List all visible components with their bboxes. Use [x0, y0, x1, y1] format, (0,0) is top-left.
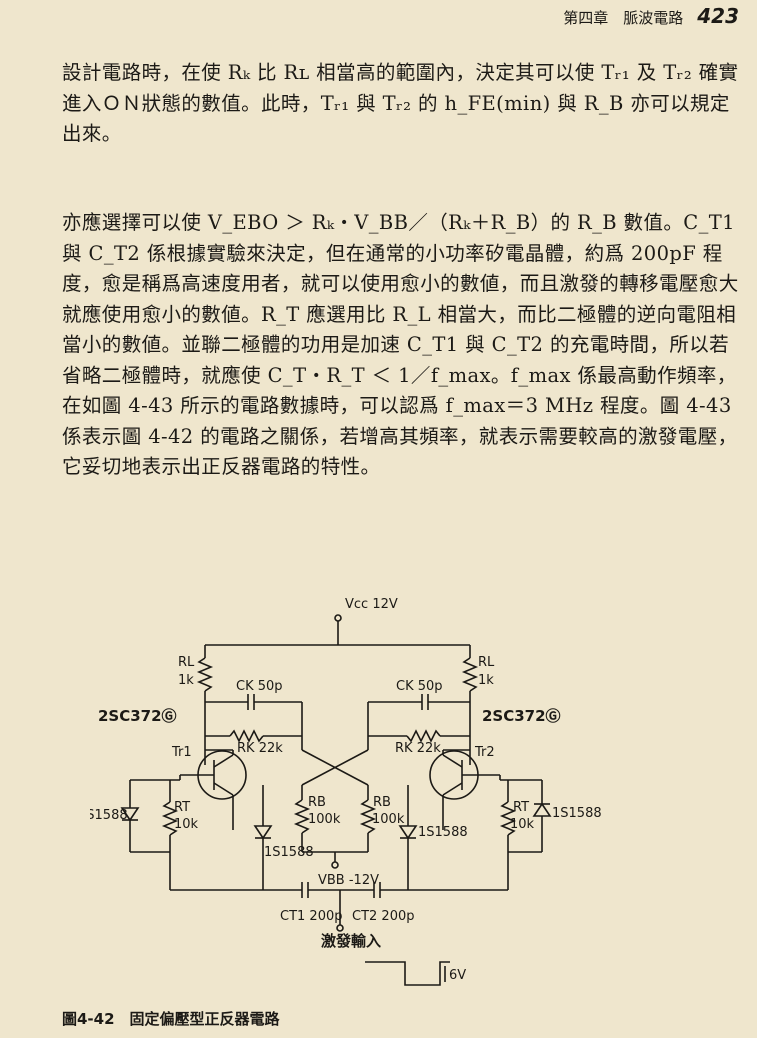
diode-left-trigger-label: 1S1588	[264, 845, 314, 860]
rb-left-label: RB	[308, 795, 326, 810]
paragraph-2: 亦應選擇可以使 V_EBO ＞ Rₖ・V_BB／（Rₖ＋R_B）的 R_B 數值…	[62, 208, 742, 483]
ct1-label: CT1 200p	[280, 909, 343, 924]
rt-left-label: RT	[174, 800, 190, 815]
trigger-input-label: 激發輸入	[321, 932, 381, 950]
rb-right-value: 100k	[372, 812, 405, 827]
rl-right-resistor	[461, 657, 479, 692]
tr1-label: Tr1	[171, 745, 192, 760]
transistor-left-type: 2SC372Ⓖ	[98, 707, 177, 725]
vbb-terminal	[331, 861, 339, 869]
paragraph-2-text: 亦應選擇可以使 V_EBO ＞ Rₖ・V_BB／（Rₖ＋R_B）的 R_B 數值…	[62, 211, 742, 478]
rl-right-label: RL	[478, 655, 495, 670]
diode-left-shunt	[120, 807, 140, 822]
rb-left-resistor	[293, 799, 311, 834]
diode-left-trigger	[253, 825, 273, 840]
rl-left-resistor	[196, 657, 214, 692]
ck-right-label: CK 50p	[396, 679, 443, 694]
rt-right-resistor	[499, 801, 517, 836]
page-number: 423	[697, 4, 739, 28]
page-header: 第四章 脈波電路 423	[563, 4, 739, 28]
transistor-right-type: 2SC372Ⓖ	[482, 707, 561, 725]
ck-left-label: CK 50p	[236, 679, 283, 694]
trigger-amplitude-label: 6V	[449, 968, 466, 983]
rk-right-label: RK 22k	[395, 741, 441, 756]
rb-left-value: 100k	[308, 812, 341, 827]
flip-flop-schematic: Vcc 12V RL 1k RL 1k CK 50p CK 50p 2SC372…	[90, 597, 602, 986]
vbb-label: VBB -12V	[318, 873, 379, 888]
vcc-terminal	[334, 614, 342, 622]
cross-coupling-b	[301, 749, 369, 786]
rk-left-resistor	[229, 729, 264, 743]
diode-right-shunt-label: 1S1588	[552, 806, 602, 821]
rl-left-value: 1k	[178, 673, 194, 688]
diode-right-shunt	[532, 802, 552, 817]
trigger-input-terminal	[336, 924, 344, 932]
rl-right-value: 1k	[478, 673, 494, 688]
diode-left-shunt-label: 1S1588	[90, 808, 128, 823]
rb-right-resistor	[359, 799, 377, 834]
rt-right-label: RT	[513, 800, 529, 815]
diode-right-trigger-label: 1S1588	[418, 825, 468, 840]
paragraph-1: 設計電路時，在使 Rₖ 比 Rʟ 相當高的範圍內，決定其可以使 Tᵣ₁ 及 Tᵣ…	[62, 58, 742, 150]
trigger-pulse-waveform	[365, 961, 450, 986]
figure-caption: 圖4-42 固定偏壓型正反器電路	[62, 1010, 280, 1028]
paragraph-1-text: 設計電路時，在使 Rₖ 比 Rʟ 相當高的範圍內，決定其可以使 Tᵣ₁ 及 Tᵣ…	[62, 61, 739, 145]
vcc-label: Vcc 12V	[345, 597, 398, 612]
rb-right-label: RB	[373, 795, 391, 810]
diode-right-trigger	[398, 825, 418, 840]
rl-left-label: RL	[178, 655, 195, 670]
tr2-label: Tr2	[474, 745, 495, 760]
rt-left-resistor	[161, 801, 179, 836]
rt-left-value: 10k	[174, 817, 199, 832]
chapter-title: 第四章 脈波電路	[563, 9, 684, 27]
rk-right-resistor	[406, 729, 441, 743]
rt-right-value: 10k	[510, 817, 535, 832]
ct2-label: CT2 200p	[352, 909, 415, 924]
rk-left-label: RK 22k	[237, 741, 283, 756]
